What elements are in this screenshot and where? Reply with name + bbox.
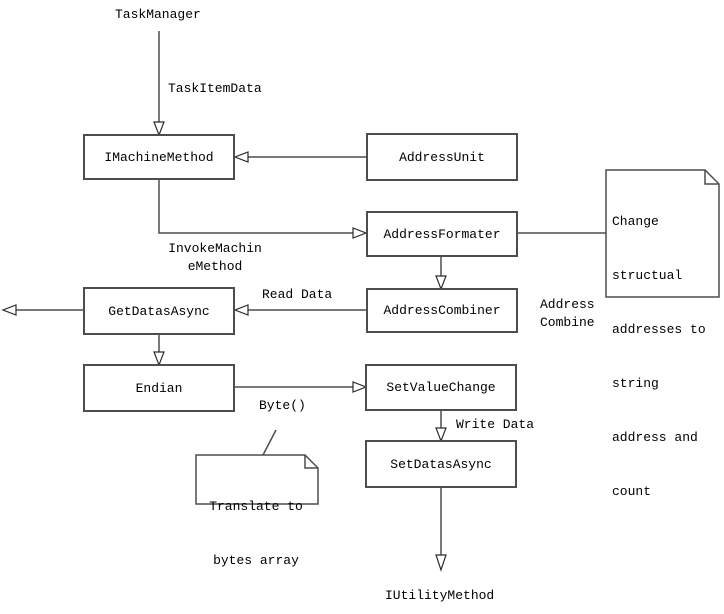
node-endian-label: Endian [135,380,183,396]
node-setvaluechange-box [365,364,517,411]
node-addressunit-label: AddressUnit [399,149,485,165]
note-change-line3: addresses to [612,322,706,337]
node-setdatasasync-box [365,440,517,488]
arrowhead-into-setvaluechange [352,381,368,393]
edge-label-writedata: Write Data [456,417,535,432]
taskmanager-text: TaskManager [115,7,201,22]
edge-label-addresscombine-line1: Address [540,297,595,312]
edge-label-addresscombine: Address Combine [540,296,595,332]
edge-label-invokemachinemethod: InvokeMachin eMethod [160,240,270,276]
node-addressunit-box [366,133,518,181]
edge-label-addresscombine-line2: Combine [540,315,595,330]
note-callout-line [262,429,277,456]
node-addresscombiner-label: AddressCombiner [383,303,501,318]
node-endian-box [83,364,235,412]
note-change-line4: string [612,376,659,391]
note-change-line1: Change [612,214,659,229]
iutilitymethod-text: IUtilityMethod [385,588,495,603]
edge-label-readdata: Read Data [262,287,333,302]
node-getdatasasync-box [83,287,235,335]
arrowhead-into-endian [153,351,165,367]
note-translate-bytes-text: Translate to bytes array [197,462,315,606]
note-change-line2: structual [612,268,683,283]
arrowhead-left-exit [1,304,17,316]
note-translate-line1: Translate to [209,499,303,514]
note-change-structural-shape [605,169,720,298]
arrowhead-into-iutilitymethod [435,554,447,572]
note-change-line5: address and [612,430,698,445]
arrowhead-into-setdatasasync [435,427,447,443]
edge-label-invokemachinemethod-line1: InvokeMachin [168,241,262,256]
arrowhead-into-addressformater [352,227,368,239]
edge-label-taskitemdata: TaskItemData [168,81,262,96]
node-imachinemethod-box [83,134,235,180]
arrowhead-into-imachinemethod-right [233,151,249,163]
node-getdatasasync-label: GetDatasAsync [108,303,210,319]
note-change-structural-text: Change structual addresses to string add… [612,177,706,537]
arrowhead-into-getdatasasync [233,304,249,316]
edge-label-byte: Byte() [259,398,306,413]
arrowhead-into-addresscombiner [435,275,447,291]
note-translate-bytes-shape [195,454,319,505]
note-change-line6: count [612,484,652,499]
node-addressformater-box [366,211,518,257]
node-imachinemethod-label: IMachineMethod [104,149,214,165]
arrowhead-into-imachinemethod-top [153,121,165,137]
node-setvaluechange-label: SetValueChange [386,380,496,395]
note-translate-bytes-fold [304,455,318,469]
note-change-structural-fold [704,170,719,185]
edge-label-invokemachinemethod-line2: eMethod [187,259,243,274]
node-addressformater-label: AddressFormater [383,226,501,242]
edge-imachinemethod-to-addressformater [158,179,353,234]
node-addresscombiner-box [366,288,518,333]
note-translate-line2: bytes array [213,553,299,568]
node-setdatasasync-label: SetDatasAsync [390,456,492,472]
